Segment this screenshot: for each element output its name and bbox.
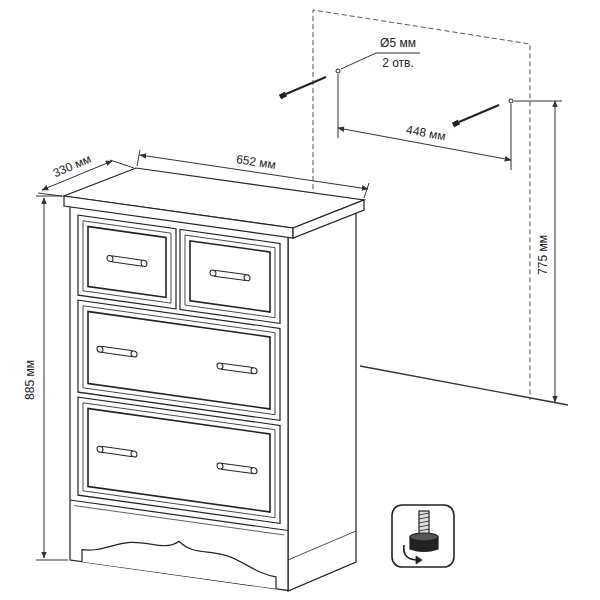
dimension-label: Ø5 мм (379, 36, 417, 50)
dimension-line-part (555, 101, 556, 402)
dimension-line-part (137, 150, 140, 166)
chest-front-part (190, 241, 270, 312)
hole-leader-part (376, 53, 420, 54)
chest-front-part (74, 506, 284, 535)
wall-screw-part (509, 99, 513, 103)
chest-front-part-part (100, 446, 134, 457)
chest-front-part-part (217, 363, 223, 370)
chest-front-part-part (220, 463, 254, 474)
chest-front-part (88, 227, 166, 298)
leveling-foot-icon-part-part (419, 521, 429, 523)
dimension-line-part (36, 196, 62, 197)
chest-front-part-part (251, 467, 257, 474)
chest-front-part (88, 409, 270, 512)
leveling-foot-icon-part (392, 505, 454, 567)
chest-front-part-part (213, 270, 247, 281)
chest-top-part (293, 200, 364, 238)
chest-front-part (70, 500, 288, 531)
leveling-foot-icon-part (419, 511, 429, 535)
dimension-label: 775 мм (536, 234, 550, 276)
chest-front-part-part (217, 463, 223, 470)
chest-front-part (180, 229, 280, 323)
chest-front-part (88, 312, 270, 409)
chest-front-part-part (100, 346, 134, 357)
dimension-line (36, 196, 68, 560)
chest-front-part-part (131, 351, 137, 358)
leveling-foot-icon-part-part (419, 525, 429, 527)
chest-front-part-part (131, 451, 137, 458)
leveling-foot-icon-part (416, 556, 422, 564)
chest-front-part (97, 254, 257, 474)
chest-front-part-part (251, 367, 257, 374)
chest-front-part (70, 200, 288, 591)
chest-front-part-part (210, 270, 216, 277)
wall-screw-part (336, 69, 340, 73)
dimension-line-part (44, 198, 45, 558)
dimension-label: 330 мм (50, 151, 94, 180)
chest-front-part (83, 221, 171, 303)
chest-front-part (78, 215, 176, 309)
leveling-foot-icon-part-part (419, 529, 429, 531)
chest-side-part (288, 202, 356, 591)
hole-leader (341, 53, 420, 69)
wall-screw (280, 69, 513, 125)
chest-side-part (288, 531, 356, 560)
leveling-foot-icon-part (410, 533, 438, 541)
chest-front-part (82, 528, 276, 589)
wall-screw-part (453, 122, 459, 125)
leveling-foot-icon (392, 505, 454, 567)
chest-front-part-part (97, 346, 103, 353)
dimension-line (338, 74, 511, 170)
chest-front (70, 200, 288, 591)
dimension-line (137, 150, 369, 198)
chest-front-part (83, 403, 275, 518)
chest-front-part-part (97, 446, 103, 453)
chest-top (64, 168, 364, 238)
dimension-label: 652 мм (234, 152, 277, 172)
chest-front-part-part (220, 363, 254, 374)
wall-screw-part (280, 94, 286, 97)
chest-front-part-part (141, 260, 147, 267)
leveling-foot-icon-part (419, 513, 429, 531)
dimension-label: 448 мм (404, 122, 448, 143)
dimension-line-part (110, 160, 134, 168)
dimension-label: 885 мм (23, 359, 37, 401)
chest-front-part-part (244, 274, 250, 281)
wall-outline-part (360, 366, 568, 405)
chest-top-part (64, 196, 293, 238)
leveling-foot-icon-part-part (419, 513, 429, 515)
dimension-line-part (364, 183, 369, 198)
chest-front-part-part (110, 256, 144, 267)
chest-side (288, 202, 356, 591)
dimension-line (514, 101, 562, 402)
wall-screw-part (286, 77, 326, 94)
chest-front-part-part (107, 255, 113, 262)
chest-front-part (83, 306, 275, 415)
dimension-label: 2 отв. (381, 56, 415, 70)
hole-leader-part (341, 53, 376, 69)
wall-screw-part (459, 105, 499, 122)
dimension-line-part (36, 560, 68, 561)
leveling-foot-icon-part-part (419, 517, 429, 519)
chest-front-part (185, 235, 275, 318)
chest-front-part (78, 397, 280, 523)
